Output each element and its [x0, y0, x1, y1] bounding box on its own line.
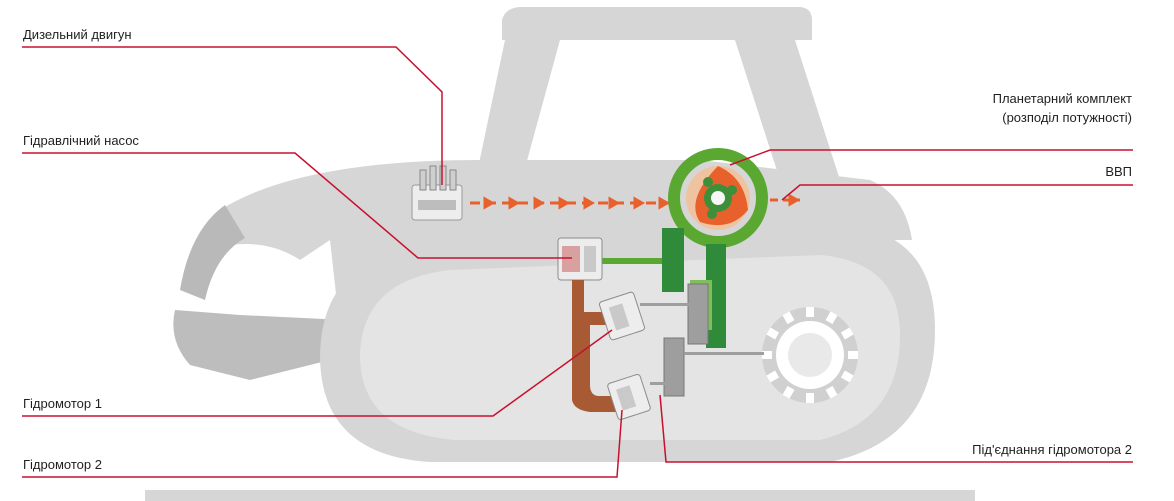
leader-lines — [22, 46, 1133, 478]
cab-roof — [502, 7, 812, 40]
label-planetary-set-line1: Планетарний комплект — [992, 91, 1132, 106]
leader-diesel-engine — [22, 46, 443, 185]
hydromotor-1-icon — [598, 291, 646, 341]
leader-hydromotor-2 — [22, 409, 623, 478]
hydraulic-pump-icon — [557, 237, 603, 281]
cab-rear-pillar — [735, 40, 840, 180]
diesel-engine-icon — [411, 165, 463, 221]
label-hydromotor-1: Гідромотор 1 — [23, 396, 102, 411]
label-hydromotor-2: Гідромотор 2 — [23, 457, 102, 472]
planetary-set-icon — [668, 148, 768, 248]
leader-hydromotor-1 — [22, 329, 613, 417]
label-diesel-engine: Дизельний двигун — [23, 27, 132, 42]
cab-frame — [478, 40, 560, 168]
hydraulic-hose — [572, 280, 630, 412]
label-hydraulic-pump: Гідравлічний насос — [23, 133, 139, 148]
hydromotor-2-icon — [607, 373, 651, 421]
label-pto: ВВП — [1105, 164, 1132, 179]
gear-stack — [640, 283, 764, 397]
leader-hydromotor-2-coupling — [659, 394, 1133, 463]
track-inner — [360, 255, 900, 440]
label-planetary-set-line2: (розподіл потужності) — [1002, 110, 1132, 125]
front-bumper — [173, 310, 345, 380]
power-flow-arrows — [470, 193, 801, 210]
leader-planetary-set — [729, 149, 1133, 166]
drive-sprocket — [762, 307, 858, 403]
front-nose — [180, 205, 245, 300]
ground-strip — [145, 490, 975, 501]
leader-hydraulic-pump — [22, 152, 572, 259]
leader-pto — [781, 184, 1133, 201]
label-hydromotor-2-coupling: Під'єднання гідромотора 2 — [972, 442, 1132, 457]
